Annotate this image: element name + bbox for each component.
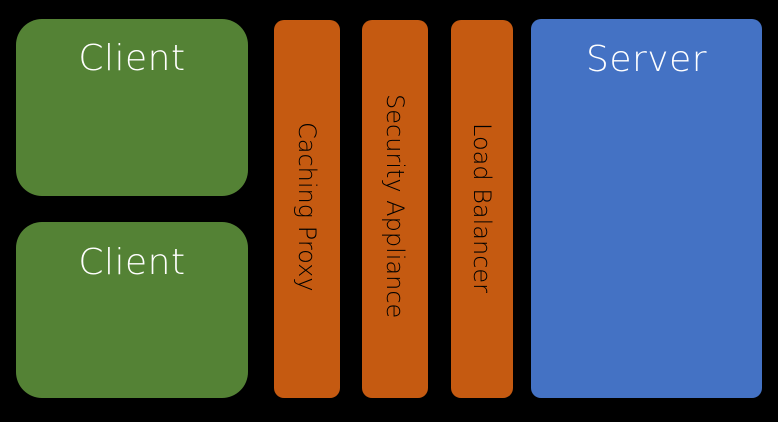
client-label: Client <box>78 38 186 79</box>
server-label: Server <box>585 39 708 80</box>
load-balancer-box: Load Balancer <box>451 20 513 398</box>
client-box-top: Client <box>16 19 248 196</box>
server-box: Server <box>531 19 762 398</box>
security-appliance-box: Security Appliance <box>362 20 428 398</box>
client-box-bottom: Client <box>16 222 248 398</box>
security-appliance-label: Security Appliance <box>381 94 409 319</box>
load-balancer-label: Load Balancer <box>468 123 496 294</box>
caching-proxy-label: Caching Proxy <box>293 122 321 292</box>
caching-proxy-box: Caching Proxy <box>274 20 340 398</box>
client-label: Client <box>78 242 186 283</box>
